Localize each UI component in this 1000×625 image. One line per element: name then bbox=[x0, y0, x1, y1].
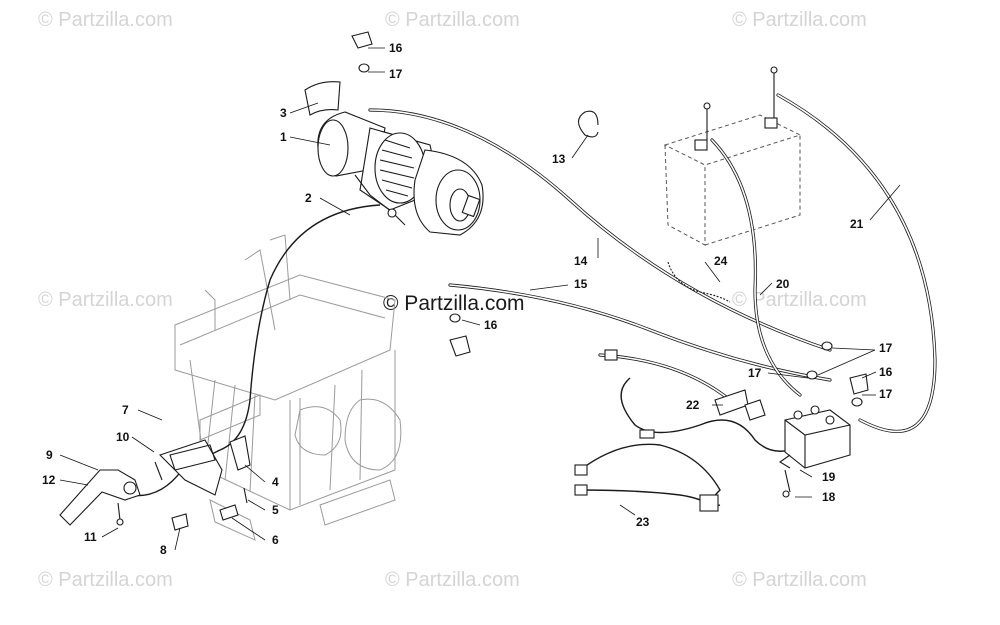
callout-24: 24 bbox=[714, 254, 728, 268]
watermark-bottom-center: © Partzilla.com bbox=[385, 569, 520, 591]
callout-4: 4 bbox=[272, 475, 279, 489]
screw-5 bbox=[243, 487, 248, 504]
callout-17-right-lower: 17 bbox=[879, 387, 893, 401]
cap-16-mid bbox=[449, 335, 471, 357]
callout-19: 19 bbox=[822, 470, 836, 484]
callout-11: 11 bbox=[84, 530, 97, 544]
callout-15: 15 bbox=[574, 277, 588, 291]
watermark-top-right: © Partzilla.com bbox=[732, 9, 867, 31]
callout-21: 21 bbox=[850, 217, 864, 231]
callout-16-mid: 16 bbox=[484, 318, 498, 332]
callout-23: 23 bbox=[636, 515, 650, 529]
callout-10: 10 bbox=[116, 430, 130, 444]
cap-16-top bbox=[351, 31, 373, 49]
leader-lines bbox=[59, 47, 901, 551]
callout-17-top: 17 bbox=[389, 67, 403, 81]
bolt-8 bbox=[171, 513, 189, 531]
watermark-bottom-left: © Partzilla.com bbox=[38, 569, 173, 591]
callout-labels: 1 2 3 4 5 6 7 8 9 10 11 12 13 14 15 16 1… bbox=[42, 41, 893, 557]
callout-16-right: 16 bbox=[879, 365, 893, 379]
callout-14: 14 bbox=[574, 254, 588, 268]
watermark-top-left: © Partzilla.com bbox=[38, 9, 173, 31]
cables bbox=[127, 93, 937, 497]
bolt-6 bbox=[219, 504, 239, 521]
callout-18: 18 bbox=[822, 490, 836, 504]
winch-cover-sheet bbox=[304, 81, 341, 116]
callout-13: 13 bbox=[552, 152, 566, 166]
winch-assembly bbox=[304, 81, 484, 236]
watermark-mid-left: © Partzilla.com bbox=[38, 289, 173, 311]
bracket-7 bbox=[158, 439, 223, 496]
hardware-pieces bbox=[59, 31, 869, 531]
harness-and-solenoid bbox=[574, 349, 851, 512]
callout-2: 2 bbox=[305, 191, 312, 205]
callout-9: 9 bbox=[46, 448, 53, 462]
callout-5: 5 bbox=[272, 503, 279, 517]
callout-20: 20 bbox=[776, 277, 790, 291]
callout-8: 8 bbox=[160, 543, 167, 557]
remote-9 bbox=[123, 481, 137, 495]
watermark-center: © Partzilla.com bbox=[383, 292, 525, 315]
callout-1: 1 bbox=[280, 130, 287, 144]
cap-16-right bbox=[849, 373, 869, 395]
callout-3: 3 bbox=[280, 106, 287, 120]
clip-4 bbox=[229, 435, 251, 471]
watermark-top-center: © Partzilla.com bbox=[385, 9, 520, 31]
clamp-13 bbox=[577, 110, 599, 138]
nut-17-top bbox=[358, 63, 370, 73]
bolt-11 bbox=[117, 502, 121, 521]
watermark-mid-right: © Partzilla.com bbox=[732, 289, 867, 311]
callout-16-top: 16 bbox=[389, 41, 403, 55]
callout-17-right-upper: 17 bbox=[879, 341, 893, 355]
callout-22: 22 bbox=[686, 398, 700, 412]
callout-6: 6 bbox=[272, 533, 279, 547]
watermarks: © Partzilla.com © Partzilla.com © Partzi… bbox=[38, 9, 867, 591]
sleeve-24 bbox=[667, 261, 731, 303]
vehicle-frame bbox=[174, 234, 402, 541]
callout-12: 12 bbox=[42, 473, 56, 487]
handle-12 bbox=[59, 469, 141, 526]
battery-outline bbox=[663, 66, 802, 246]
callout-17-left: 17 bbox=[748, 366, 762, 380]
watermark-bottom-right: © Partzilla.com bbox=[732, 569, 867, 591]
callout-7: 7 bbox=[122, 403, 129, 417]
